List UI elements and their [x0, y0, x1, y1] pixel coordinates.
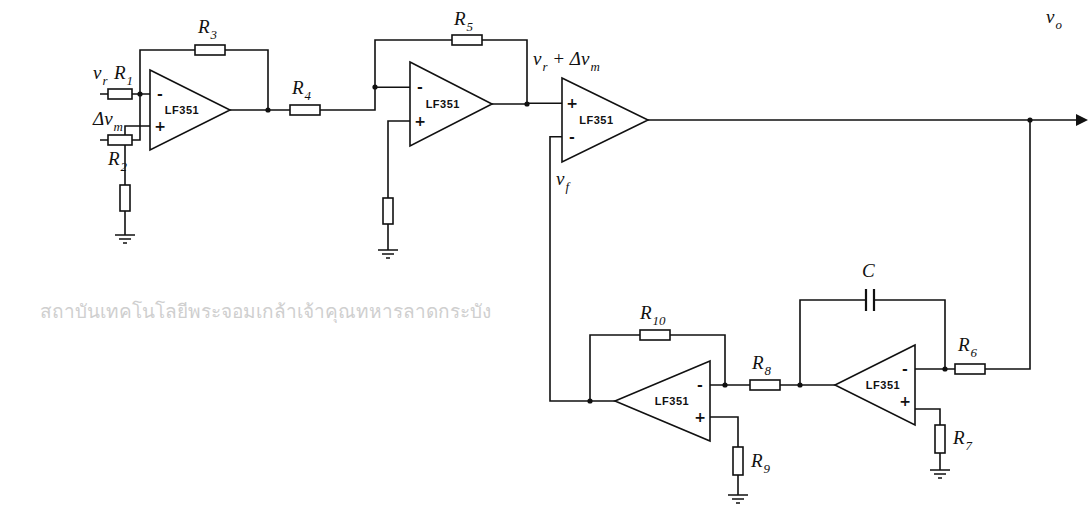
- signal-label: vr: [93, 62, 107, 88]
- signal-label: R10: [640, 302, 666, 328]
- op-amp: - + LF351: [150, 70, 230, 150]
- resistor-symbol: [120, 185, 130, 211]
- pin-sign: -: [417, 80, 423, 94]
- signal-label: R3: [198, 16, 217, 42]
- signal-label: R4: [292, 77, 311, 103]
- pin-sign: +: [694, 410, 706, 424]
- op-amp: - + LF351: [615, 361, 710, 441]
- pin-sign: +: [566, 96, 578, 110]
- chip-name: LF351: [655, 396, 689, 407]
- op-amp: + -LF351: [562, 78, 648, 162]
- pin-sign: -: [569, 130, 575, 144]
- resistor-symbol: [733, 447, 743, 475]
- op-amp-outline: [562, 78, 648, 162]
- signal-label: C: [862, 260, 875, 283]
- signal-label: Δvm: [93, 108, 123, 134]
- pin-sign: -: [157, 87, 163, 101]
- ground-symbol: [115, 235, 950, 503]
- resistor-symbol: [955, 364, 985, 374]
- resistor-symbol: [195, 45, 225, 55]
- op-amp-outline: [835, 345, 915, 425]
- op-amp: - +LF351: [410, 62, 492, 146]
- signal-label: R6: [958, 334, 977, 360]
- op-amp-outline: [615, 361, 710, 441]
- signal-wire: [648, 120, 1030, 369]
- junction-dot: [137, 91, 142, 96]
- signal-wire: [550, 137, 615, 401]
- signal-label: R7: [953, 427, 972, 453]
- resistor-symbol: [452, 35, 482, 45]
- signal-label: R2: [108, 148, 127, 174]
- signal-wire: [492, 102, 562, 104]
- pin-sign: +: [154, 119, 166, 133]
- output-wire: [1030, 119, 1078, 121]
- pin-sign: -: [697, 378, 703, 392]
- resistor-symbol: [290, 105, 320, 115]
- op-amp: - + LF351: [835, 345, 915, 425]
- pin-sign: +: [414, 114, 426, 128]
- resistor-symbol: [383, 198, 393, 224]
- watermark: สถาบันเทคโนโลยีพระจอมเกล้าเจ้าคุณทหารลาด…: [40, 300, 491, 323]
- resistor-symbol: [108, 135, 132, 145]
- op-amp-outline: [150, 70, 230, 150]
- chip-name: LF351: [165, 105, 199, 116]
- resistor-symbol: [750, 380, 780, 390]
- signal-label: vf: [556, 168, 569, 194]
- signal-label: R1: [114, 62, 133, 88]
- ground-wire: [710, 409, 940, 495]
- resistor-symbol: [108, 89, 132, 99]
- signal-label: vo: [1046, 6, 1062, 32]
- resistor-symbol: [640, 330, 670, 340]
- capacitor-plates: [866, 289, 874, 311]
- resistor-symbol: [935, 425, 945, 453]
- pin-sign: +: [899, 394, 911, 408]
- signal-label: R5: [454, 8, 473, 34]
- chip-name: LF351: [866, 380, 900, 391]
- signal-label: vr + Δvm: [533, 48, 600, 74]
- output-arrowhead: [1076, 114, 1088, 126]
- op-amp-outline: [410, 62, 492, 146]
- chip-name: LF351: [579, 115, 613, 126]
- chip-name: LF351: [426, 99, 460, 110]
- pin-sign: -: [902, 362, 908, 376]
- signal-label: R9: [751, 450, 770, 476]
- signal-label: R8: [752, 352, 771, 378]
